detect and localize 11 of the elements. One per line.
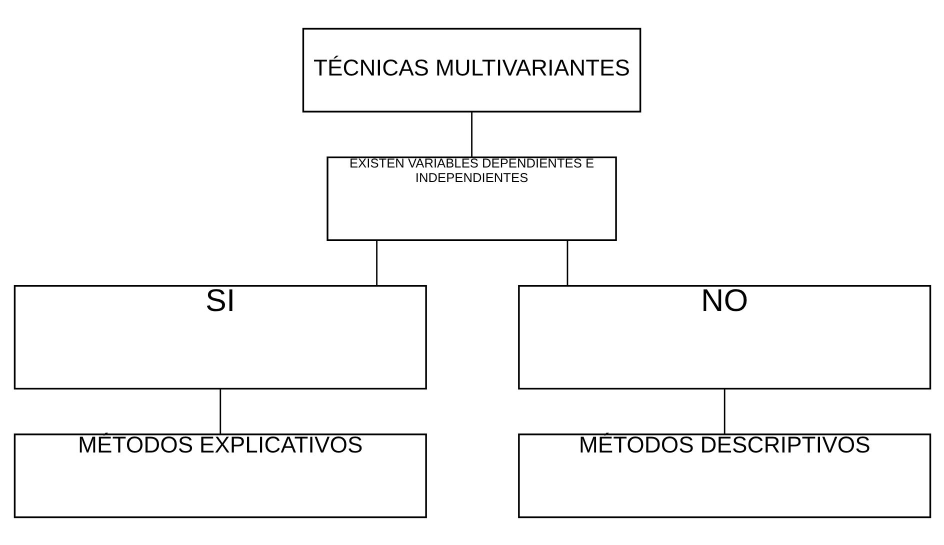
node-box: MÉTODOS DESCRIPTIVOS [518, 433, 931, 518]
node-box: TÉCNICAS MULTIVARIANTES [302, 27, 641, 112]
connector [219, 388, 221, 434]
connector [723, 388, 725, 434]
connector [566, 240, 568, 285]
node-box: SI [13, 284, 426, 390]
node-box: MÉTODOS EXPLICATIVOS [13, 433, 426, 518]
node-box: EXISTEN VARIABLES DEPENDIENTES E INDEPENDIENTES [326, 156, 616, 240]
node-box: NO [518, 284, 931, 390]
connector [376, 240, 378, 285]
connector [470, 112, 472, 156]
